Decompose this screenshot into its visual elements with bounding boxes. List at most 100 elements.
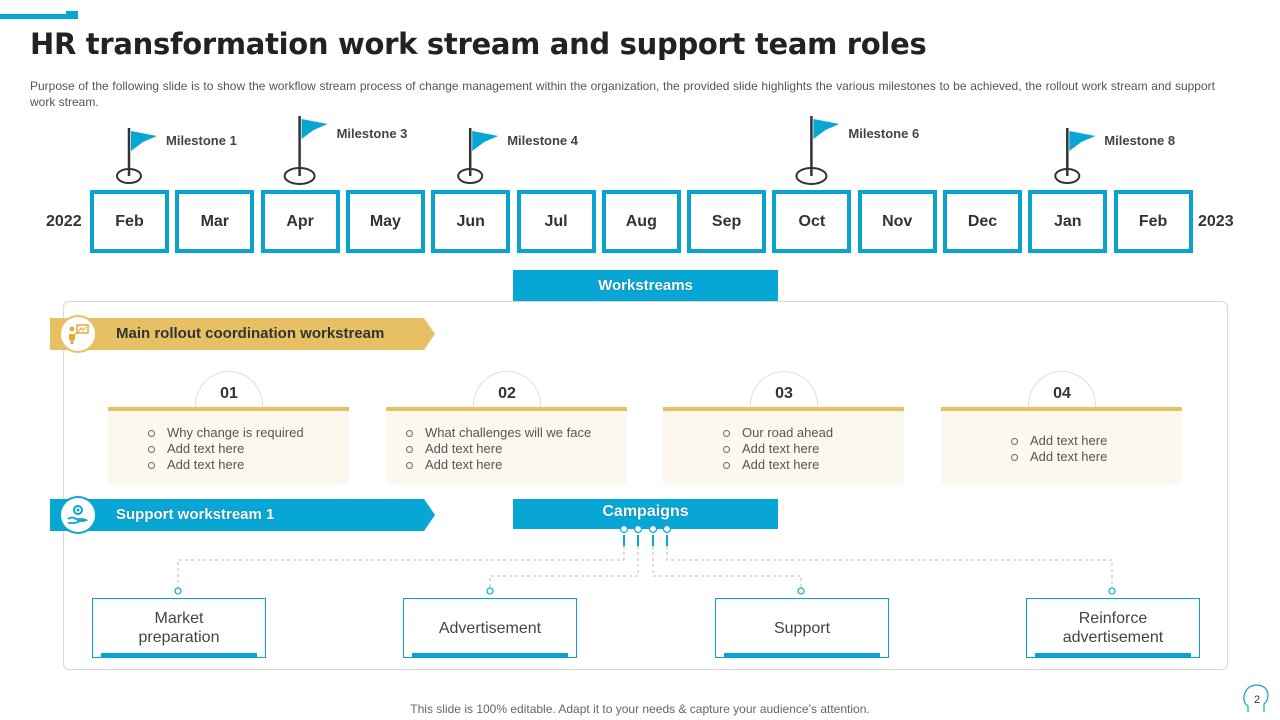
timeline-month: Jan [1028,190,1108,253]
presentation-icon [59,315,97,353]
card-top-bar [386,407,627,411]
main-rollout-banner-shape [50,318,435,350]
timeline-month: Jun [431,190,511,253]
card-bullet-text: Add text here [167,457,245,472]
timeline-month: Dec [943,190,1022,253]
page-number: 2 [1253,694,1261,706]
campaign-box: Advertisement [403,598,577,658]
flag-icon [457,128,499,184]
bullet-circle-icon [406,429,413,437]
campaigns-header: Campaigns [513,499,778,529]
milestone-label: Milestone 6 [848,126,920,141]
hand-gear-icon [59,496,97,534]
card-bullet-item: Add text here [406,457,627,473]
timeline-month: Feb [90,190,169,253]
card-top-bar [108,407,349,411]
bullet-circle-icon [1011,453,1018,461]
campaign-box-bar [724,653,880,657]
timeline-month: Feb [1113,190,1193,253]
campaign-label: Reinforce advertisement [1062,610,1164,646]
card-top-bar [941,407,1182,411]
bullet-circle-icon [1011,437,1018,445]
milestone-label: Milestone 3 [336,126,408,141]
top-accent-line [0,11,66,14]
workstreams-panel [63,301,1228,670]
card-bullet-text: Why change is required [167,425,304,440]
card-bullet-item: Add text here [723,457,904,473]
milestone-label: Milestone 8 [1104,133,1176,148]
milestone-label: Milestone 4 [507,133,578,148]
page-subtitle: Purpose of the following slide is to sho… [30,79,1215,109]
bullet-circle-icon [723,461,730,469]
timeline-month: Jul [516,190,596,253]
bullet-circle-icon [723,429,730,437]
support-workstream-banner: Support workstream 1 [50,496,435,534]
card-bullet-item: Add text here [723,441,904,457]
support-workstream-label: Support workstream 1 [116,506,275,523]
campaign-box: Market preparation [92,598,266,658]
top-accent-bar [0,11,78,19]
card-top-bar [663,407,904,411]
bullet-circle-icon [148,461,155,469]
milestone-label: Milestone 1 [166,133,237,148]
timeline-end-year: 2023 [1198,213,1234,230]
flag-icon [283,116,328,185]
timeline-month: Mar [175,190,255,253]
bullet-circle-icon [148,429,155,437]
card-bullet-item: Add text here [1011,449,1182,465]
card-bullet-item: Add text here [406,441,627,457]
bullet-circle-icon [723,445,730,453]
main-rollout-label: Main rollout coordination workstream [116,325,385,342]
flag-icon [1054,128,1096,184]
page-number-badge: 2 [1242,684,1272,715]
card-bullet-text: Add text here [167,441,245,456]
timeline-month: May [345,190,425,253]
head-outline-icon [1243,684,1269,712]
card-bullet-item: Add text here [148,457,349,473]
campaign-label: Advertisement [438,619,542,637]
card-bullet-text: Add text here [425,441,503,456]
page-title: HR transformation work stream and suppor… [30,27,927,61]
card-bullet-text: Add text here [742,457,820,472]
card-bullet-text: Add text here [425,457,503,472]
card-bullet-item: What challenges will we face [406,425,627,441]
timeline-start-year: 2022 [46,213,82,230]
flag-icon [795,116,840,185]
campaign-box-bar [101,653,257,657]
campaign-label: Support [773,619,831,637]
campaign-label: Market preparation [138,610,220,646]
timeline-month: Sep [687,190,767,253]
campaign-box-bar [412,653,568,657]
timeline-month: Nov [857,190,937,253]
campaign-box: Reinforce advertisement [1026,598,1200,658]
workstreams-header: Workstreams [513,270,778,301]
card-bullet-text: Add text here [1030,433,1108,448]
footer-note: This slide is 100% editable. Adapt it to… [410,702,870,716]
card-bullet-text: What challenges will we face [425,425,592,440]
card-bullet-text: Add text here [742,441,820,456]
card-bullet-text: Our road ahead [742,425,834,440]
timeline-month: Apr [260,190,340,253]
card-bullet-item: Our road ahead [723,425,904,441]
card-bullet-item: Why change is required [148,425,349,441]
support-banner-shape [50,499,435,531]
flag-icon [116,128,157,184]
timeline-month: Aug [601,190,681,253]
timeline-month: Oct [772,190,852,253]
bullet-circle-icon [406,461,413,469]
main-rollout-banner: Main rollout coordination workstream [50,315,435,353]
bullet-circle-icon [406,445,413,453]
campaign-box-bar [1035,653,1191,657]
card-bullet-text: Add text here [1030,449,1108,464]
card-bullet-item: Add text here [148,441,349,457]
campaign-box: Support [715,598,889,658]
